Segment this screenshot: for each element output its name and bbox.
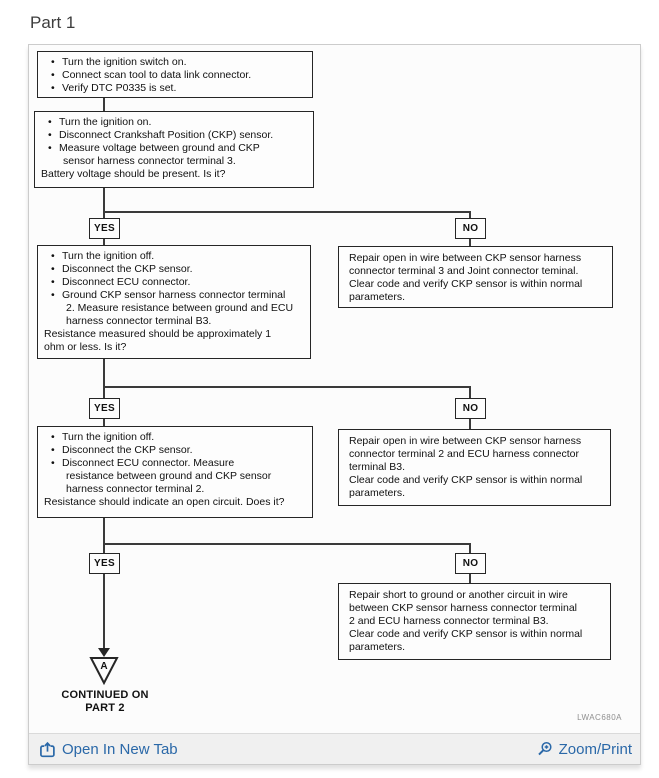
flow-box-line: parameters. (349, 487, 406, 499)
connector-line (469, 574, 471, 583)
connector-line (469, 419, 471, 429)
flow-box-line: •Ground CKP sensor harness connector ter… (51, 289, 286, 301)
connector-line (103, 211, 471, 213)
decision-label-yes-3: YES (89, 553, 120, 574)
decision-label-no-2: NO (455, 398, 486, 419)
open-in-new-tab-label: Open In New Tab (62, 740, 178, 758)
flow-box-line: Battery voltage should be present. Is it… (41, 168, 226, 180)
flow-box-line: connector terminal 3 and Joint connector… (349, 265, 579, 277)
off-page-connector-icon: A (89, 657, 119, 685)
connector-line (103, 419, 105, 426)
open-in-new-tab-icon (39, 741, 56, 758)
bullet-marker: • (51, 444, 55, 456)
flow-step-box-3: •Turn the ignition off.•Disconnect the C… (37, 245, 311, 359)
flow-box-line: •Turn the ignition off. (51, 431, 155, 443)
flow-box-line: 2 and ECU harness connector terminal B3. (349, 615, 549, 627)
flow-box-line: terminal B3. (349, 461, 406, 473)
connector-line (103, 239, 105, 245)
flow-box-line: •Turn the ignition switch on. (51, 56, 187, 68)
flow-box-line: Clear code and verify CKP sensor is with… (349, 474, 583, 486)
decision-label-yes-2: YES (89, 398, 120, 419)
flow-box-line: harness connector terminal B3. (66, 315, 212, 327)
flow-box-line: •Measure voltage between ground and CKP (48, 142, 260, 154)
bullet-marker: • (51, 250, 55, 262)
bullet-marker: • (51, 56, 55, 68)
connector-line (103, 98, 105, 111)
flow-repair-box-2: Repair open in wire between CKP sensor h… (338, 429, 611, 506)
flow-step-box-1: •Turn the ignition switch on.•Connect sc… (37, 51, 313, 98)
zoom-print-link[interactable]: Zoom/Print (536, 741, 632, 758)
bullet-marker: • (51, 276, 55, 288)
flow-repair-box-3: Repair short to ground or another circui… (338, 583, 611, 660)
flow-box-line: resistance between ground and CKP sensor (66, 470, 272, 482)
bullet-marker: • (51, 457, 55, 469)
decision-label-no-3: NO (455, 553, 486, 574)
flow-box-line: Clear code and verify CKP sensor is with… (349, 278, 583, 290)
connector-line (103, 543, 471, 545)
connector-line (469, 211, 471, 218)
flow-step-box-2: •Turn the ignition on.•Disconnect Cranks… (34, 111, 314, 188)
flow-box-line: ohm or less. Is it? (44, 341, 127, 353)
bullet-marker: • (51, 289, 55, 301)
flow-box-line: •Turn the ignition off. (51, 250, 155, 262)
flow-box-line: harness connector terminal 2. (66, 483, 205, 495)
page-title: Part 1 (30, 13, 76, 32)
bullet-marker: • (48, 142, 52, 154)
figure-code: LWAC680A (577, 713, 622, 722)
connector-line (469, 386, 471, 398)
connector-line (103, 188, 105, 218)
decision-label-yes-1: YES (89, 218, 120, 239)
connector-line (469, 239, 471, 246)
open-in-new-tab-link[interactable]: Open In New Tab (39, 741, 178, 758)
flow-box-line: •Verify DTC P0335 is set. (51, 82, 177, 94)
diagram-panel: •Turn the ignition switch on.•Connect sc… (28, 44, 641, 765)
flow-box-line: Resistance should indicate an open circu… (44, 496, 285, 508)
flow-box-line: connector terminal 2 and ECU harness con… (349, 448, 579, 460)
bullet-marker: • (51, 69, 55, 81)
connector-line (469, 543, 471, 553)
flow-box-line: Repair open in wire between CKP sensor h… (349, 435, 582, 447)
flow-box-line: parameters. (349, 641, 406, 653)
flow-box-line: Repair short to ground or another circui… (349, 589, 568, 601)
flow-box-line: Clear code and verify CKP sensor is with… (349, 628, 583, 640)
continued-on-line2: PART 2 (85, 702, 125, 714)
footer-bar: Open In New Tab Zoom/Print (29, 733, 640, 764)
bullet-marker: • (51, 431, 55, 443)
flow-box-line: Repair open in wire between CKP sensor h… (349, 252, 582, 264)
continued-on-note: CONTINUED ON PART 2 (47, 689, 163, 715)
flow-box-line: between CKP sensor harness connector ter… (349, 602, 578, 614)
connector-line (103, 574, 105, 649)
flow-box-line: •Disconnect Crankshaft Position (CKP) se… (48, 129, 274, 141)
flow-box-line: •Turn the ignition on. (48, 116, 152, 128)
arrow-down-icon (98, 648, 110, 657)
flow-repair-box-1: Repair open in wire between CKP sensor h… (338, 246, 613, 308)
zoom-magnifier-icon (536, 741, 553, 758)
flow-box-line: Resistance measured should be approximat… (44, 328, 272, 340)
bullet-marker: • (48, 129, 52, 141)
connector-line (103, 386, 471, 388)
bullet-marker: • (48, 116, 52, 128)
flow-box-line: •Disconnect ECU connector. Measure (51, 457, 235, 469)
flow-box-line: •Connect scan tool to data link connecto… (51, 69, 252, 81)
continued-on-line1: CONTINUED ON (61, 689, 149, 701)
zoom-print-label: Zoom/Print (558, 740, 632, 758)
connector-line (103, 518, 105, 553)
flow-box-line: •Disconnect the CKP sensor. (51, 263, 193, 275)
flow-box-line: •Disconnect ECU connector. (51, 276, 191, 288)
bullet-marker: • (51, 82, 55, 94)
flow-box-line: sensor harness connector terminal 3. (63, 155, 236, 167)
flow-box-line: •Disconnect the CKP sensor. (51, 444, 193, 456)
decision-label-no-1: NO (455, 218, 486, 239)
bullet-marker: • (51, 263, 55, 275)
connector-line (103, 359, 105, 398)
flow-step-box-4: •Turn the ignition off.•Disconnect the C… (37, 426, 313, 518)
flow-box-line: parameters. (349, 291, 406, 303)
flow-box-line: 2. Measure resistance between ground and… (66, 302, 294, 314)
connector-label: A (100, 661, 107, 672)
